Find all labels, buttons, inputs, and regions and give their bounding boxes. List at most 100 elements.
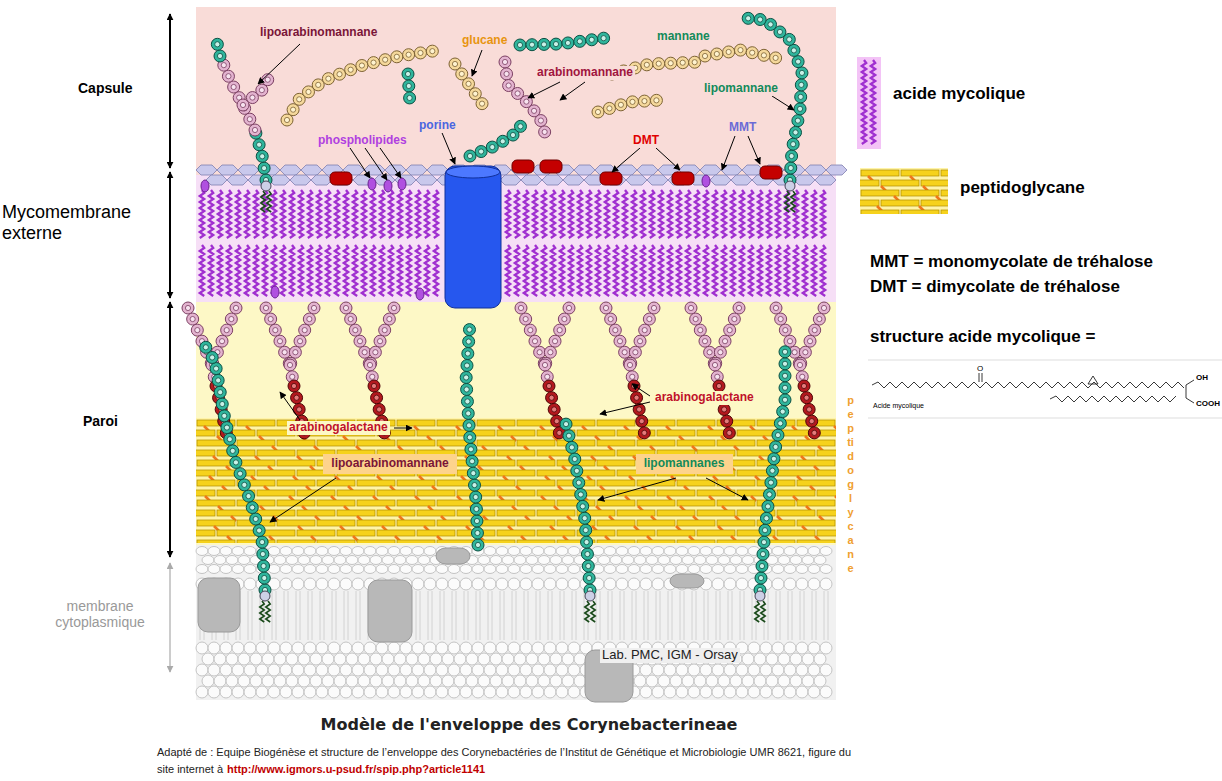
surface-lipids <box>794 175 815 185</box>
sugar-chain <box>576 480 581 485</box>
cytoplasmic-membrane <box>340 578 352 590</box>
cytoplasmic-membrane <box>418 556 430 565</box>
sugar-chain <box>618 102 623 107</box>
sugar-chain <box>249 124 261 136</box>
sugar-chain <box>795 91 807 103</box>
cytoplasmic-membrane <box>292 578 304 590</box>
sugar-chain <box>345 313 357 325</box>
cytoplasmic-membrane <box>814 556 826 565</box>
cytoplasmic-membrane <box>772 565 784 574</box>
cytoplasmic-membrane <box>568 565 580 574</box>
cytoplasmic-membrane <box>824 591 828 640</box>
peptidoglycan-layer <box>697 530 735 536</box>
mycolic-acid-layer <box>290 245 294 296</box>
sugar-chain <box>274 335 286 347</box>
cytoplasmic-membrane <box>376 664 388 676</box>
sugar-chain <box>787 138 799 150</box>
sugar-chain <box>779 324 791 336</box>
sugar-chain <box>182 302 194 314</box>
cytoplasmic-membrane <box>428 591 432 640</box>
mycolic-acid-layer <box>389 190 393 238</box>
sugar-chain <box>638 95 650 107</box>
sugar-chain <box>583 572 595 584</box>
cytoplasmic-membrane <box>358 653 370 665</box>
cytoplasmic-membrane <box>232 547 244 556</box>
cytoplasmic-membrane <box>814 653 826 665</box>
sugar-chain <box>403 80 415 92</box>
mycolic-acid-layer <box>686 190 690 238</box>
cytoplasmic-membrane <box>740 591 744 640</box>
cytoplasmic-membrane <box>796 664 808 676</box>
sugar-chain <box>250 513 262 525</box>
cytoplasmic-membrane <box>640 565 652 574</box>
cytoplasmic-membrane <box>784 664 796 676</box>
sugar-chain <box>790 126 802 138</box>
cytoplasmic-membrane <box>604 578 616 590</box>
sugar-chain <box>712 362 717 367</box>
sugar-chain <box>727 328 732 333</box>
sugar-chain <box>738 48 743 53</box>
sugar-chain <box>548 350 553 355</box>
cytoplasmic-membrane <box>712 578 724 590</box>
mycolic-acid-layer <box>416 190 420 238</box>
sugar-chain <box>818 302 830 314</box>
mycolic-acid-layer <box>371 190 375 238</box>
cytoplasmic-membrane <box>376 565 388 574</box>
sugar-chain <box>524 99 529 104</box>
sugar-chain <box>216 398 228 410</box>
cytoplasmic-membrane <box>436 548 470 564</box>
peptidoglycan-layer <box>257 470 295 476</box>
mycolic-acid-layer <box>326 245 330 296</box>
mycolic-acid-layer <box>380 190 384 238</box>
mycolic-acid-layer <box>263 245 267 296</box>
sugar-chain <box>690 313 702 325</box>
cytoplasmic-membrane <box>568 686 580 698</box>
sugar-chain <box>779 324 791 336</box>
cytoplasmic-membrane <box>526 653 538 665</box>
peptidoglycan-layer <box>317 520 355 526</box>
mycolic-acid-layer <box>254 190 258 238</box>
sugar-chain <box>633 350 638 355</box>
peptidoglycan-layer <box>277 440 315 446</box>
cytoplasmic-membrane <box>572 591 576 640</box>
surface-lipids <box>672 172 694 185</box>
sugar-chain <box>379 324 391 336</box>
sugar-chain <box>788 44 800 56</box>
sugar-chain <box>249 124 261 136</box>
sugar-chain <box>284 359 296 371</box>
sugar-chain <box>244 113 256 125</box>
sugar-chain <box>345 64 357 76</box>
surface-lipids <box>416 175 437 185</box>
sugar-chain <box>798 380 810 392</box>
cytoplasmic-membrane <box>328 686 340 698</box>
peptidoglycan-layer <box>397 420 435 426</box>
cytoplasmic-membrane <box>416 591 420 640</box>
sugar-chain <box>354 335 366 347</box>
peptidoglycan-layer <box>196 530 215 536</box>
peptidoglycan-layer <box>777 490 815 496</box>
sugar-chain <box>548 403 560 415</box>
sugar-chain <box>349 324 361 336</box>
sugar-chain <box>257 528 262 533</box>
sugar-chain <box>785 162 797 174</box>
sugar-chain <box>297 97 302 102</box>
peptidoglycan-layer <box>797 520 835 526</box>
sugar-chain <box>250 505 255 510</box>
mycolic-acid-layer <box>677 190 681 238</box>
cytoplasmic-membrane <box>712 565 724 574</box>
cytoplasmic-membrane <box>250 675 262 687</box>
cytoplasmic-membrane <box>298 653 310 665</box>
sugar-chain <box>709 359 721 371</box>
cytoplasmic-membrane <box>622 556 634 565</box>
sugar-chain <box>622 350 627 355</box>
cytoplasmic-membrane <box>436 642 448 654</box>
sugar-chain <box>799 70 804 75</box>
sugar-chain <box>326 76 331 81</box>
sugar-chain <box>228 81 240 93</box>
cytoplasmic-membrane <box>268 642 280 654</box>
cytoplasmic-membrane <box>424 664 436 676</box>
cytoplasmic-membrane <box>268 686 280 698</box>
sugar-chain <box>592 94 662 118</box>
cytoplasmic-membrane <box>538 653 550 665</box>
peptidoglycan-layer <box>517 520 555 526</box>
